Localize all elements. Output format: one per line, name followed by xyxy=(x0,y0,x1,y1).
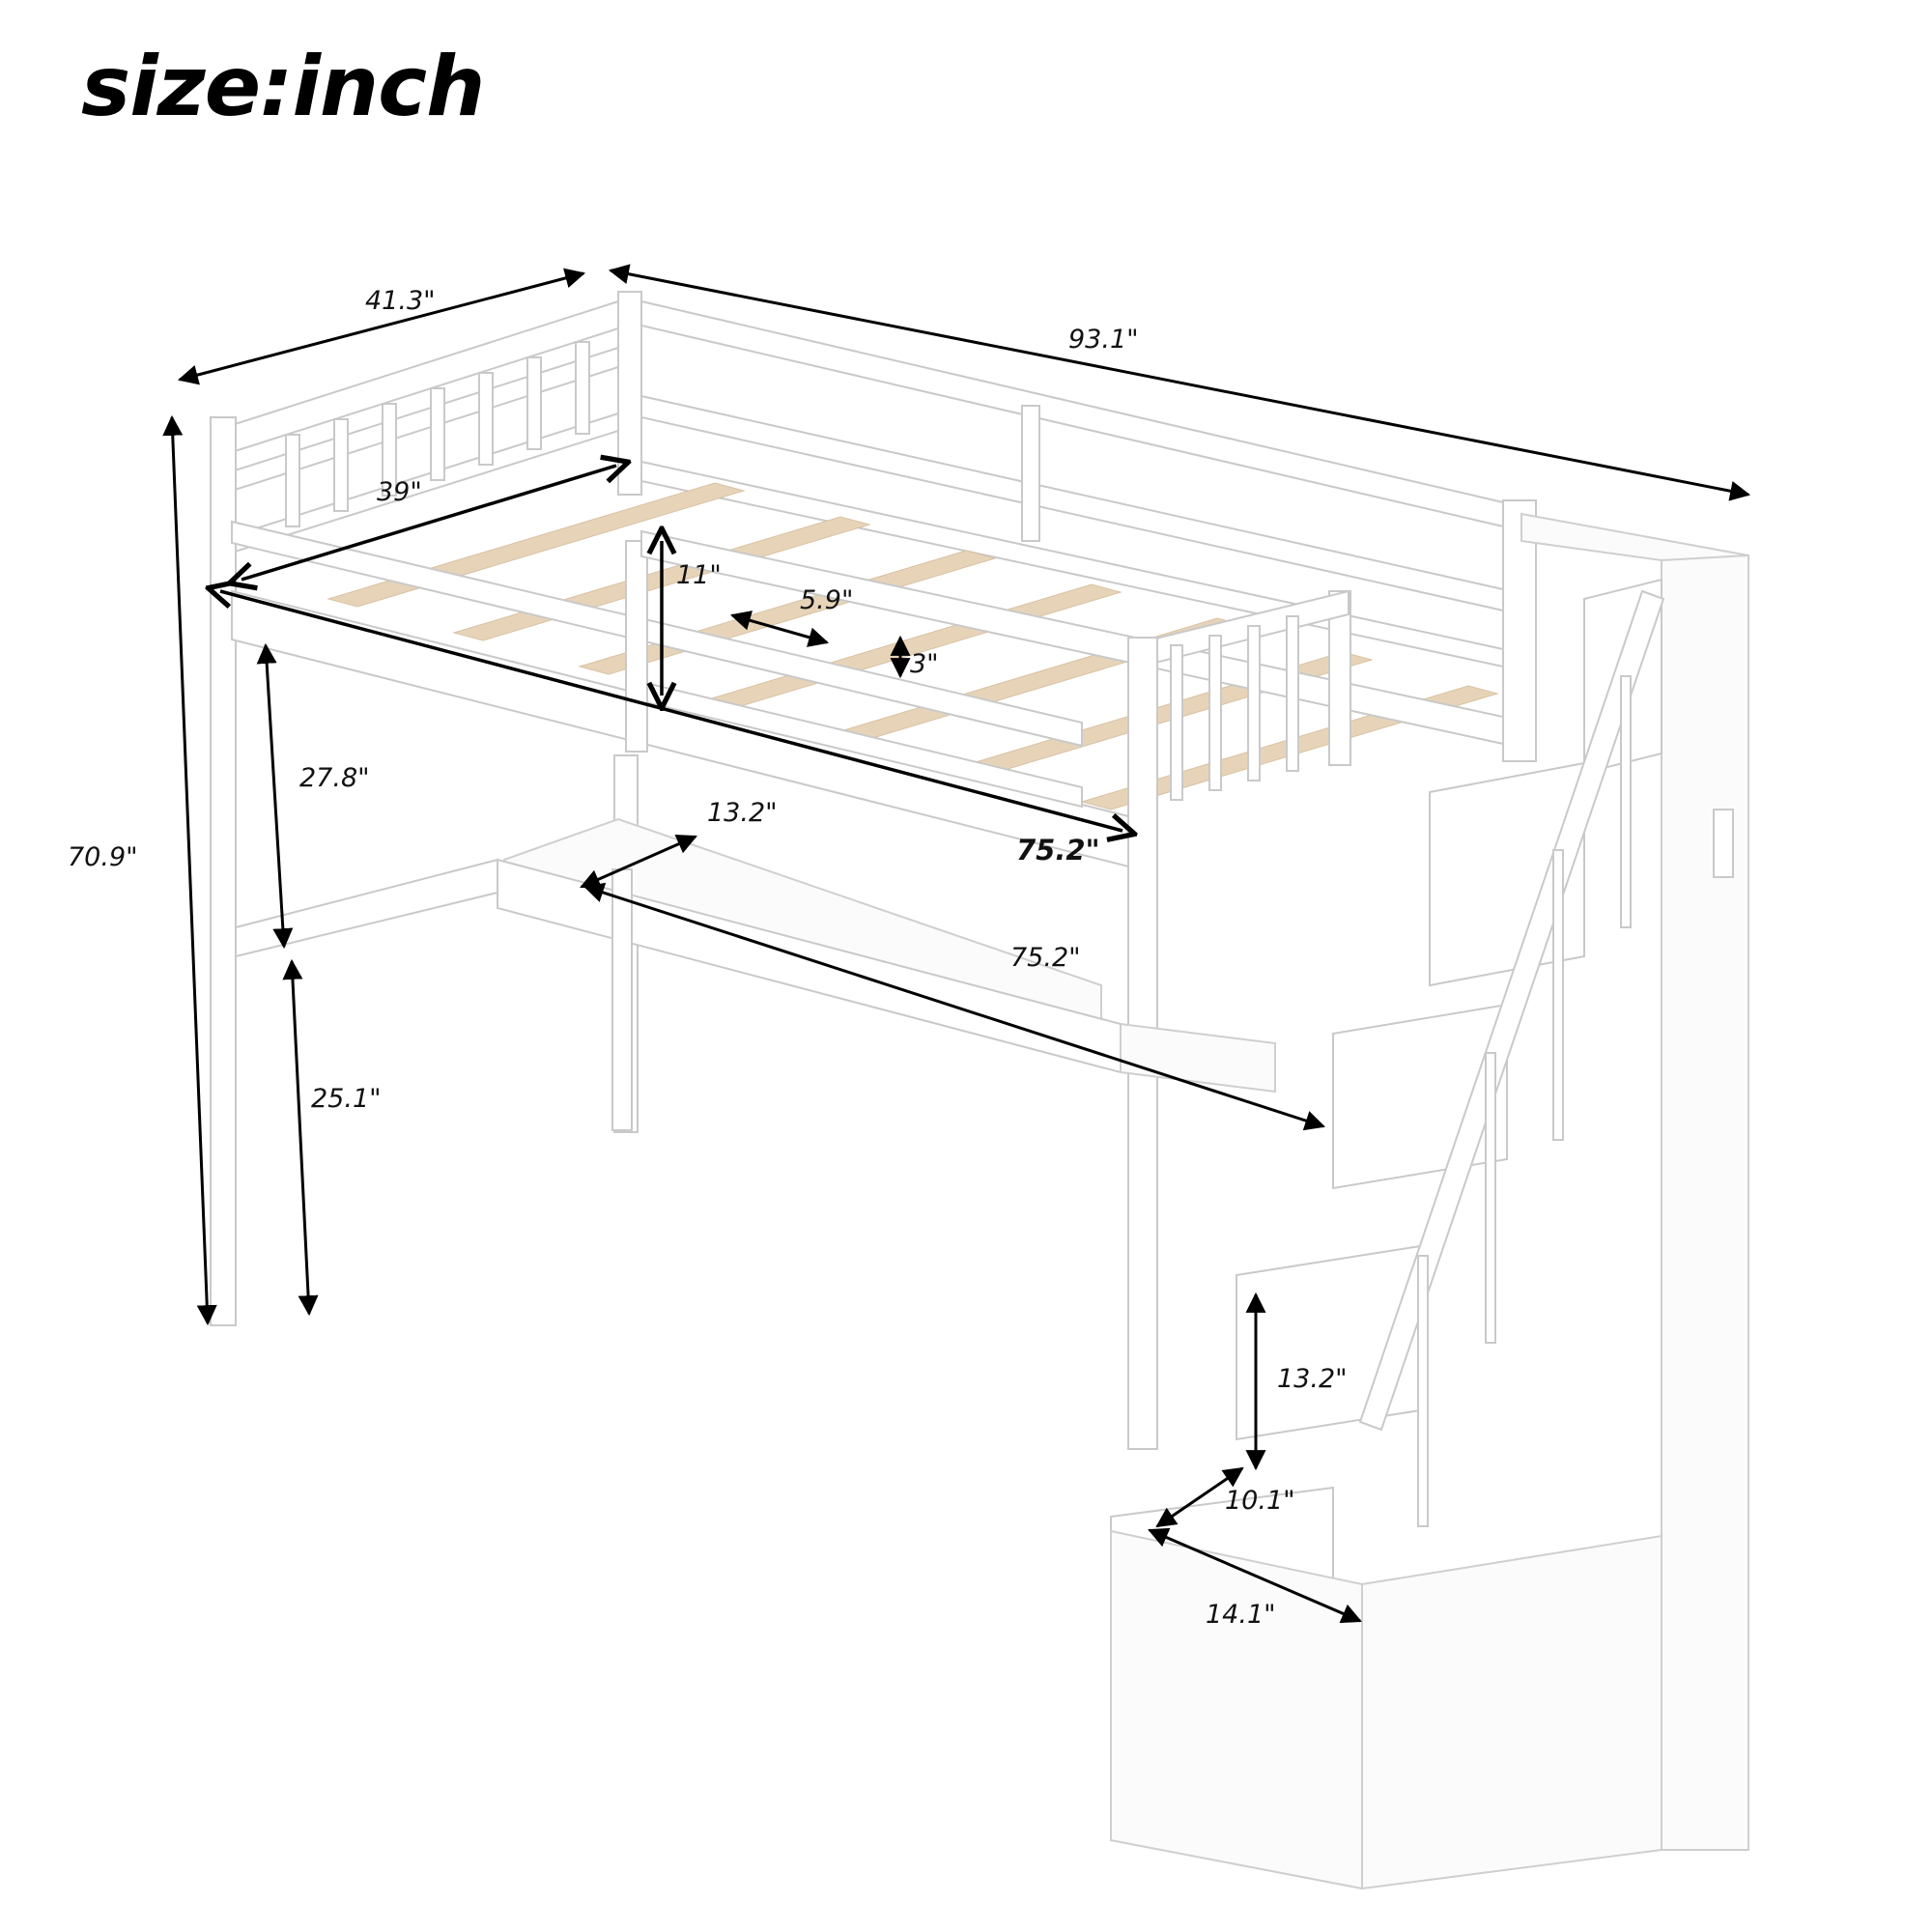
handrail-balusters xyxy=(1417,675,1632,1527)
label-overall-length: 93.1" xyxy=(1068,325,1139,355)
label-mattress-length: 75.2" xyxy=(1016,834,1100,867)
dim-line-overall-length xyxy=(608,264,1751,501)
loft-bed xyxy=(210,291,1749,1890)
dim-line-underbed-clearance xyxy=(256,642,294,950)
dimension-lines xyxy=(162,264,1751,1624)
front-guard-post xyxy=(625,540,648,753)
dim-line-mattress-width xyxy=(242,466,616,580)
label-guardrail-height: 11" xyxy=(676,560,722,590)
label-step-height: 13.2" xyxy=(1277,1364,1348,1394)
stair-hook xyxy=(1713,809,1734,878)
front-head-post xyxy=(210,416,237,1326)
rear-head-post xyxy=(617,291,642,496)
stair-cabinet-side xyxy=(1661,544,1749,1851)
stair-handrail xyxy=(1358,589,1665,1432)
stair-front-panel xyxy=(1110,1529,1363,1890)
label-desk-height: 25.1" xyxy=(311,1084,382,1114)
label-desk-depth: 13.2" xyxy=(707,798,778,828)
dim-line-mattress-length xyxy=(220,591,1122,831)
desk-side-rail xyxy=(235,858,498,958)
dim-line-step-depth xyxy=(1155,1466,1244,1528)
label-underbed-clearance: 27.8" xyxy=(299,763,370,793)
label-overall-width: 41.3" xyxy=(365,286,436,316)
label-step-depth: 10.1" xyxy=(1225,1486,1295,1516)
desk-back-leg xyxy=(611,868,633,1131)
foot-spindles xyxy=(1170,615,1299,801)
rear-foot-post xyxy=(1502,499,1537,762)
label-slat-gap: 5.9" xyxy=(800,585,853,615)
dim-line-desk-length xyxy=(583,882,1325,1131)
dim-line-desk-depth xyxy=(580,835,697,889)
rear-center-upright xyxy=(1021,405,1040,542)
dim-line-slat-gap xyxy=(729,611,830,647)
foot-guard-post xyxy=(1328,590,1351,766)
label-overall-height: 70.9" xyxy=(68,842,138,872)
label-desk-length: 75.2" xyxy=(1010,943,1081,973)
label-step-width: 14.1" xyxy=(1206,1600,1276,1630)
page-title: size:inch xyxy=(81,39,485,135)
label-slat-width: 3" xyxy=(910,649,939,679)
dim-line-overall-width xyxy=(177,268,586,385)
stair-side-panel xyxy=(1361,1534,1662,1890)
label-mattress-width: 39" xyxy=(377,477,422,507)
dim-line-overall-height xyxy=(162,414,217,1326)
dimension-labels: 41.3" 93.1" 70.9" 39" 75.2" 11" 5.9" 3" … xyxy=(68,286,1348,1630)
dim-line-step-width xyxy=(1148,1527,1362,1624)
dim-line-desk-height xyxy=(282,958,319,1317)
stair-cabinet-back xyxy=(1520,512,1749,562)
